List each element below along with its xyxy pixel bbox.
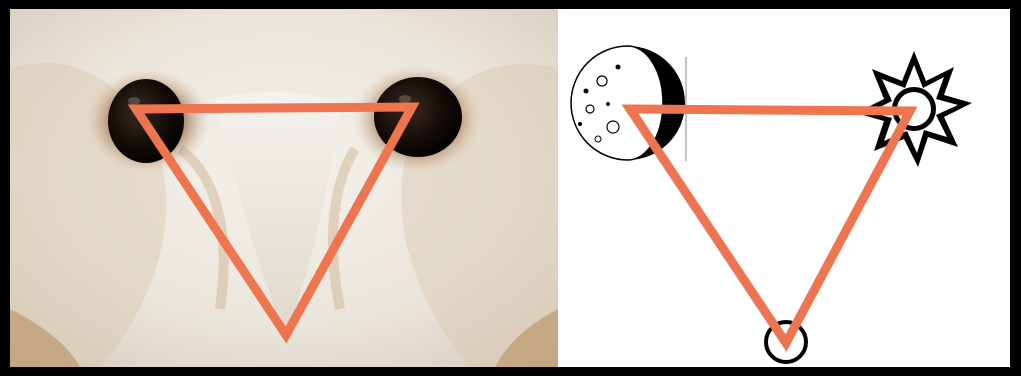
owl-face-panel	[10, 9, 558, 367]
owl-face-image	[10, 9, 558, 367]
symbol-diagram	[558, 9, 1010, 367]
right-eye-highlight	[399, 95, 411, 103]
symbol-panel	[558, 9, 1010, 367]
left-eye-highlight	[128, 97, 140, 105]
